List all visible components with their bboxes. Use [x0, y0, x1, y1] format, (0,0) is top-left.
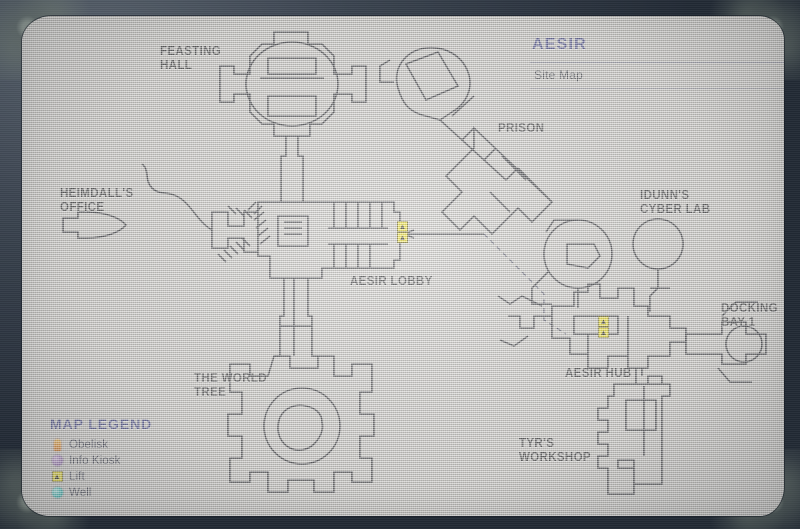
obelisk-icon: [50, 438, 64, 451]
area-label-prison: PRISON: [498, 121, 545, 135]
info-kiosk-icon: [50, 454, 64, 467]
legend-title: MAP LEGEND: [50, 416, 153, 432]
area-label-feasting-hall: FEASTING HALL: [160, 44, 222, 72]
area-label-docking-bay-1: DOCKING BAY 1: [721, 301, 778, 329]
area-label-the-world-tree: THE WORLD TREE: [194, 371, 267, 399]
page-subtitle: Site Map: [534, 68, 583, 82]
well-icon: [50, 486, 64, 499]
area-label-idunns-cyber-lab: IDUNN'S CYBER LAB: [640, 188, 711, 216]
map-marker-lift[interactable]: ▲: [598, 316, 609, 327]
header-divider: [530, 62, 784, 63]
legend-item-info-kiosk: Info Kiosk: [50, 453, 152, 468]
legend-item-lift: ▲ Lift: [50, 469, 152, 484]
legend-item-obelisk: Obelisk: [50, 437, 152, 452]
map-marker-lift[interactable]: ▲: [598, 327, 609, 338]
map-marker-lift-glyph: ▲: [397, 232, 408, 243]
map-marker-lift-glyph: ▲: [598, 316, 609, 327]
legend-label-well: Well: [69, 486, 92, 499]
floor-plan: [62, 31, 767, 495]
map-marker-lift-glyph: ▲: [598, 327, 609, 338]
area-label-aesir-lobby: AESIR LOBBY: [350, 274, 433, 288]
map-marker-lift[interactable]: ▲: [397, 232, 408, 243]
area-label-heimdalls-office: HEIMDALL'S OFFICE: [60, 186, 134, 214]
legend-label-info-kiosk: Info Kiosk: [69, 454, 121, 467]
map-marker-lift[interactable]: ▲: [397, 221, 408, 232]
map-canvas[interactable]: AESIR Site Map FEASTING HALL HEIMDALL'S …: [22, 16, 784, 516]
legend-label-lift: Lift: [69, 470, 85, 483]
area-label-tyrs-workshop: TYR'S WORKSHOP: [519, 436, 591, 464]
legend-label-obelisk: Obelisk: [69, 438, 109, 451]
area-label-aesir-hub: AESIR HUB: [565, 366, 632, 380]
lift-icon: ▲: [51, 471, 63, 482]
page-title: AESIR: [532, 36, 587, 53]
map-legend: MAP LEGEND Obelisk Info Kiosk ▲ Lift Wel…: [50, 416, 152, 501]
legend-item-well: Well: [50, 485, 152, 500]
map-marker-lift-glyph: ▲: [397, 221, 408, 232]
header-divider-secondary: [530, 88, 784, 89]
